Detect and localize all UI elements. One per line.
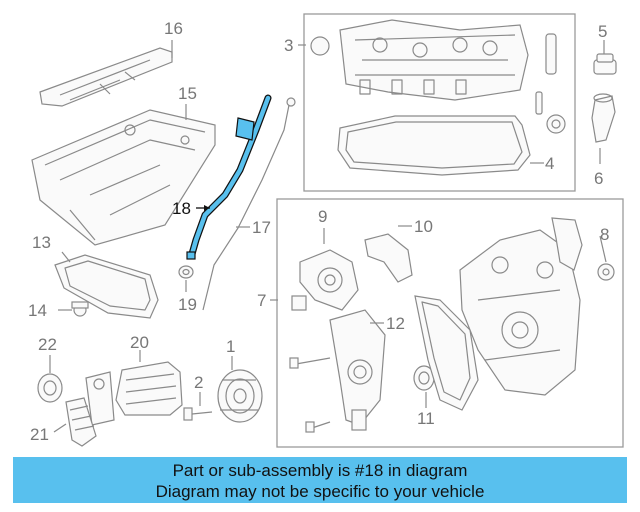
info-banner: Part or sub-assembly is #18 in diagram D… [13, 457, 627, 503]
bolt-part[interactable] [289, 357, 331, 369]
callout-4: 4 [545, 154, 554, 173]
callout-5: 5 [598, 22, 607, 41]
callout-2: 2 [194, 373, 203, 392]
leader-18-arrow [204, 205, 210, 211]
callout-19: 19 [178, 295, 197, 314]
oil-filter-housing-part[interactable] [329, 309, 386, 431]
timing-cover-part[interactable] [459, 229, 581, 396]
callout-3: 3 [284, 36, 293, 55]
banner-line-part-number: Part or sub-assembly is #18 in diagram [172, 461, 468, 480]
cover-seal-part[interactable] [551, 217, 615, 281]
damper-bolt-part[interactable] [183, 407, 213, 421]
oil-cap-seal-part[interactable] [310, 36, 330, 56]
leader-8 [599, 235, 607, 263]
dipstick-tube-part[interactable] [186, 94, 272, 260]
callout-14: 14 [28, 301, 47, 320]
callout-20: 20 [130, 333, 149, 352]
oil-filler-tube-part[interactable] [591, 93, 616, 143]
water-pump-gasket-part[interactable] [364, 233, 413, 283]
water-pump-part[interactable] [299, 249, 359, 311]
callout-21: 21 [30, 425, 49, 444]
parts-diagram: 16 15 13 14 18 17 19 3 4 5 6 7 8 9 10 11… [28, 13, 624, 448]
callout-13: 13 [32, 233, 51, 252]
drain-plug-part[interactable] [71, 301, 89, 317]
oil-filter-adapter-part[interactable] [85, 361, 183, 426]
spark-plug-tube-part[interactable] [545, 33, 557, 75]
crankshaft-damper-part[interactable] [217, 369, 263, 423]
callout-1: 1 [226, 337, 235, 356]
callout-22: 22 [38, 335, 57, 354]
callout-11: 11 [417, 409, 435, 428]
valve-cover-group-box [303, 13, 576, 192]
upper-oil-pan-part[interactable] [39, 47, 173, 107]
leader-13 [61, 251, 71, 263]
oil-filter-part[interactable] [65, 397, 97, 447]
callout-7: 7 [257, 291, 266, 310]
callout-8: 8 [600, 225, 609, 244]
callout-16: 16 [164, 19, 183, 38]
timing-cover-group-box [276, 198, 624, 448]
oil-pan-part[interactable] [31, 109, 216, 246]
oil-pan-gasket-part[interactable] [54, 254, 159, 319]
timing-cover-gasket-part[interactable] [414, 295, 479, 411]
callout-17: 17 [252, 218, 271, 237]
dipstick-part[interactable] [202, 97, 296, 311]
callout-18: 18 [172, 199, 191, 218]
valve-cover-part[interactable] [339, 19, 529, 101]
callout-15: 15 [178, 84, 197, 103]
banner-line-disclaimer: Diagram may not be specific to your vehi… [155, 482, 485, 501]
o-ring-part[interactable] [178, 265, 194, 279]
sensor-part[interactable] [535, 91, 543, 115]
grommet-part[interactable] [546, 114, 566, 134]
oil-filter-cap-part[interactable] [37, 373, 63, 403]
callout-10: 10 [414, 217, 433, 236]
valve-cover-gasket-part[interactable] [337, 115, 531, 176]
thermostat-part[interactable] [291, 295, 307, 311]
crankshaft-seal-part[interactable] [413, 365, 435, 391]
bolt-part[interactable] [305, 421, 331, 433]
callout-12: 12 [386, 314, 405, 333]
oil-filler-cap-part[interactable] [593, 53, 617, 75]
callout-6: 6 [594, 169, 603, 188]
callout-9: 9 [318, 207, 327, 226]
leader-21 [53, 423, 67, 433]
